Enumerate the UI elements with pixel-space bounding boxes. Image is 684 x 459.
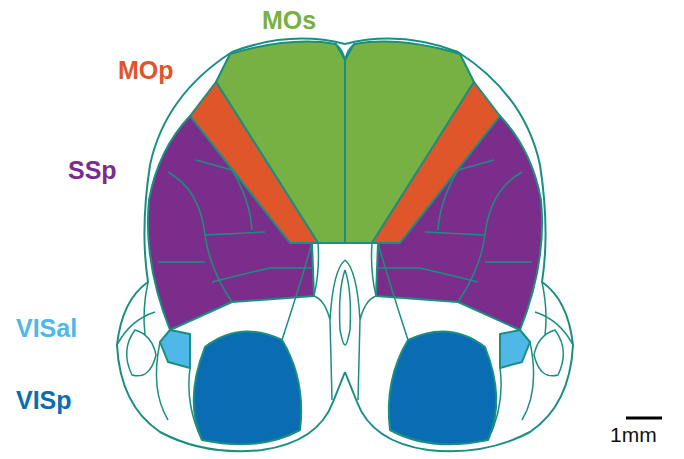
region-label: SSp: [68, 158, 117, 183]
region-label: VISp: [16, 388, 72, 413]
region-label: MOs: [262, 8, 316, 33]
scale-bar: [626, 417, 662, 420]
region-label: VISal: [16, 316, 77, 341]
region-label: MOp: [118, 58, 174, 83]
scale-label: 1mm: [610, 424, 657, 445]
